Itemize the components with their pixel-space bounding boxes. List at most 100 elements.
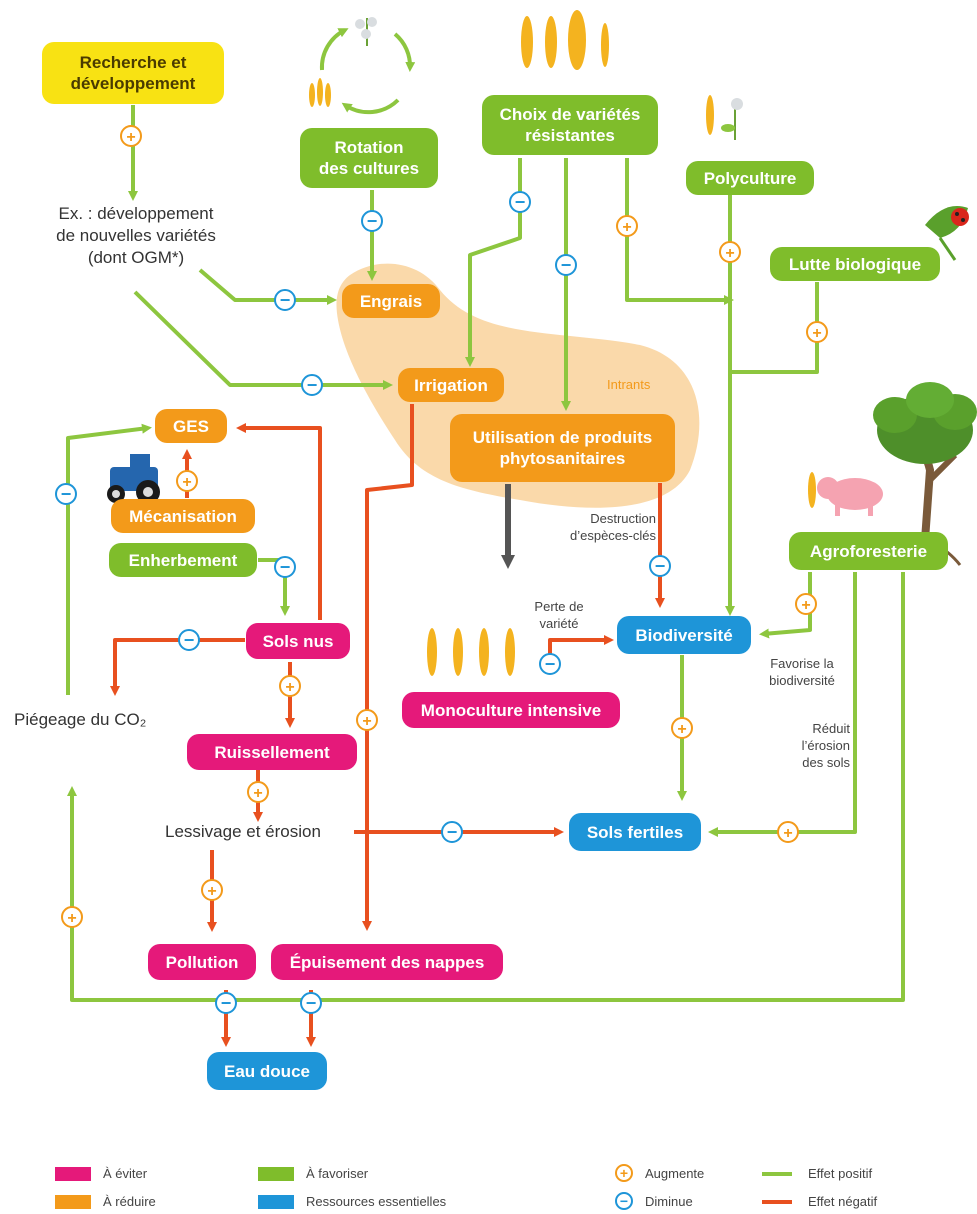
phyto-box: Utilisation de produits phytosanitaires [450, 414, 675, 482]
plus-sign: + [61, 906, 83, 928]
svg-text:+: + [725, 245, 734, 262]
mecanisation-box: Mécanisation [111, 499, 255, 533]
svg-text:+: + [622, 219, 631, 236]
edge-agro-fertiles [708, 572, 857, 837]
edge-irrigation-epuisement [362, 404, 414, 931]
plus-signs: + + + + + + + + + + + + + [61, 125, 828, 928]
wheat-icon [521, 10, 609, 70]
legend-swatch-blue [258, 1194, 294, 1209]
legend-ressources: Ressources essentielles [258, 1194, 446, 1209]
edge-ex-engrais [198, 268, 337, 305]
intrants-label: Intrants [607, 377, 651, 392]
eau-douce-box: Eau douce [207, 1052, 327, 1090]
legend-swatch-orange [55, 1194, 91, 1209]
edge-agro-piegeage [67, 572, 905, 1002]
plus-sign: + [247, 781, 269, 803]
cotton-plant-icon [355, 17, 377, 46]
minus-sign: − [301, 374, 323, 396]
legend-reduire: À réduire [55, 1194, 156, 1209]
legend-line-green [762, 1171, 792, 1176]
minus-sign: − [649, 555, 671, 577]
rotation-box: Rotation des cultures [300, 128, 438, 188]
legend-augmente: + Augmente [615, 1164, 704, 1182]
plus-sign: + [176, 470, 198, 492]
wheat-icon [808, 472, 816, 508]
svg-text:−: − [655, 556, 666, 576]
epuisement-box: Épuisement des nappes [271, 944, 503, 980]
svg-text:−: − [307, 375, 318, 395]
edge-choix-bio [625, 158, 734, 305]
legend-negatif: Effet négatif [762, 1194, 877, 1209]
wheat-icon [706, 95, 714, 135]
svg-text:−: − [515, 192, 526, 212]
enherbement-box: Enherbement [109, 543, 257, 577]
plus-sign: + [671, 717, 693, 739]
plus-sign: + [719, 241, 741, 263]
plus-sign: + [120, 125, 142, 147]
minus-sign: − [539, 653, 561, 675]
legend-eviter-label: À éviter [103, 1166, 148, 1181]
pollution-box: Pollution [148, 944, 256, 980]
svg-text:+: + [801, 597, 810, 614]
legend-augmente-label: Augmente [645, 1165, 705, 1181]
svg-text:−: − [280, 557, 291, 577]
legend-eviter: À éviter [55, 1166, 147, 1181]
svg-text:−: − [61, 484, 72, 504]
legend-negatif-label: Effet négatif [808, 1194, 878, 1209]
wheat-icon [309, 78, 331, 107]
pig-icon [817, 477, 883, 516]
svg-text:+: + [812, 325, 821, 342]
svg-text:−: − [221, 993, 232, 1013]
rotation-cycle-icon [319, 28, 416, 115]
svg-text:−: − [447, 822, 458, 842]
destruction-label: Destruction d’espèces-clés [570, 511, 656, 543]
svg-text:+: + [677, 721, 686, 738]
svg-text:+: + [126, 129, 135, 146]
svg-text:+: + [207, 883, 216, 900]
edge-agro-bio [759, 572, 812, 639]
ges-box: GES [155, 409, 227, 443]
svg-text:−: − [545, 654, 556, 674]
legend-favoriser: À favoriser [258, 1166, 368, 1181]
legend-diminue: − Diminue [615, 1192, 693, 1210]
minus-sign: − [509, 191, 531, 213]
ruissellement-box: Ruissellement [187, 734, 357, 770]
lessivage-label: Lessivage et érosion [165, 822, 321, 841]
edge-solsnus-ges [236, 423, 322, 620]
irrigation-box: Irrigation [398, 368, 504, 402]
svg-text:+: + [285, 679, 294, 696]
edge-ex-irrigation [133, 290, 393, 390]
minus-sign: − [215, 992, 237, 1014]
choix-varietes-box: Choix de variétés résistantes [482, 95, 658, 155]
legend-swatch-green [258, 1166, 294, 1181]
legend-favoriser-label: À favoriser [306, 1166, 369, 1181]
tree-icon [873, 382, 977, 566]
ex-developpement-label: Ex. : développement de nouvelles variété… [56, 204, 216, 267]
minus-sign: − [55, 483, 77, 505]
edge-solsnus-piegeage [110, 638, 245, 696]
svg-text:+: + [253, 785, 262, 802]
svg-text:−: − [367, 211, 378, 231]
svg-text:+: + [182, 474, 191, 491]
legend-positif-label: Effet positif [808, 1166, 873, 1181]
plus-sign: + [279, 675, 301, 697]
svg-text:+: + [783, 825, 792, 842]
minus-signs: − − − − − − − − − − − − − [55, 191, 671, 1014]
sols-fertiles-box: Sols fertiles [569, 813, 701, 851]
legend-diminue-label: Diminue [645, 1193, 693, 1209]
minus-sign: − [178, 629, 200, 651]
legend-ressources-label: Ressources essentielles [306, 1194, 447, 1209]
plus-sign: + [356, 709, 378, 731]
edge-piegeage-ges [66, 423, 152, 695]
minus-sign: − [361, 210, 383, 232]
monoculture-box: Monoculture intensive [402, 692, 620, 728]
legend-line-red [762, 1199, 792, 1204]
legend-reduire-label: À réduire [103, 1194, 156, 1209]
tractor-icon [107, 454, 160, 504]
ladybug-icon [925, 206, 969, 261]
piegeage-co2-label: Piégeage du CO₂ [14, 710, 147, 729]
minus-sign: − [274, 289, 296, 311]
svg-text:−: − [306, 993, 317, 1013]
svg-text:−: − [280, 290, 291, 310]
sols-nus-box: Sols nus [246, 623, 350, 659]
